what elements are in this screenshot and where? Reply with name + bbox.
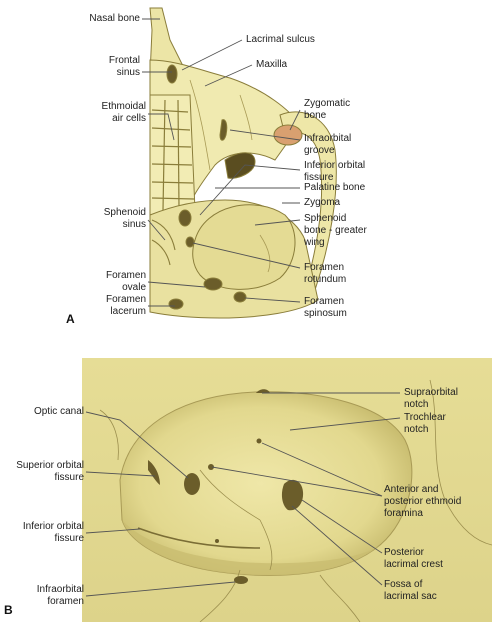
foramen-spinosum-hole	[233, 291, 247, 303]
label-frontal-sinus: Frontal sinus	[108, 55, 140, 78]
label-posterior-lacrimal-crest: Posterior lacrimal crest	[384, 547, 443, 570]
posterior-ethmoid-foramen	[256, 438, 262, 444]
anterior-ethmoid-foramen	[208, 464, 214, 470]
label-infraorbital-foramen: Infraorbital foramen	[36, 584, 84, 607]
panel-a-artwork	[149, 7, 337, 319]
leader-lines	[85, 18, 401, 597]
frontal-sinus-shape	[166, 64, 178, 84]
panel-b-letter: B	[4, 603, 13, 617]
label-zygoma: Zygoma	[304, 197, 341, 208]
label-superior-orbital-fissure: Superior orbital fissure	[16, 460, 84, 483]
foramen-ovale-hole	[203, 277, 223, 291]
label-zygomatic-bone: Zygomatic bone	[304, 98, 351, 121]
superior-orbital-fissure-shape	[148, 460, 160, 485]
label-inferior-orbital-fissure-b: Inferior orbital fissure	[22, 521, 84, 544]
surface-ridges-a	[189, 79, 271, 273]
label-sphenoid-sinus: Sphenoid sinus	[103, 207, 146, 230]
infraorbital-groove-shape	[219, 119, 228, 141]
surface-cracks-b	[99, 379, 492, 622]
label-supraorbital-notch: Supraorbital notch	[404, 387, 458, 410]
lacrimal-fossa-shape	[281, 479, 304, 511]
sphenoid-sinus-lines	[151, 219, 176, 266]
sphenoid-sinus-hole	[178, 209, 192, 227]
label-sphenoid-greater-wing: Sphenoid bone - greater wing	[304, 213, 367, 248]
orbit-rim-shadow	[122, 520, 380, 576]
inferior-orbital-fissure-shape	[224, 152, 256, 179]
infraorbital-foramen-shape	[234, 576, 248, 584]
label-trochlear-notch: Trochlear notch	[404, 412, 446, 435]
zygomatic-marrow	[273, 124, 303, 146]
label-lacrimal-sulcus: Lacrimal sulcus	[246, 34, 315, 45]
inferior-orbital-fissure-line	[137, 527, 261, 549]
small-foramen	[215, 539, 219, 543]
optic-canal-shape	[184, 473, 200, 495]
label-fossa-lacrimal-sac: Fossa of lacrimal sac	[384, 579, 437, 602]
ethmoid-column-shape	[149, 94, 196, 216]
label-inferior-orbital-fissure: Inferior orbital fissure	[304, 160, 366, 183]
label-nasal-bone: Nasal bone	[89, 13, 140, 24]
label-infraorbital-groove: Infraorbital groove	[304, 133, 352, 156]
label-foramen-rotundum: Foramen rotundum	[304, 262, 347, 285]
foramen-lacerum-hole	[168, 298, 184, 310]
label-optic-canal: Optic canal	[33, 406, 84, 417]
label-maxilla: Maxilla	[256, 59, 288, 70]
label-palatine-bone: Palatine bone	[304, 182, 366, 193]
label-foramen-ovale: Foramen ovale	[105, 270, 146, 293]
label-ethmoid-foramina: Anterior and posterior ethmoid foramina	[384, 484, 462, 519]
supraorbital-notch-shape	[256, 389, 270, 393]
label-foramen-lacerum: Foramen lacerum	[105, 294, 146, 317]
foramen-rotundum-hole	[185, 236, 195, 248]
label-ethmoidal-air-cells: Ethmoidal air cells	[101, 101, 146, 124]
panel-b-artwork	[82, 358, 492, 622]
label-foramen-spinosum: Foramen spinosum	[304, 296, 347, 319]
panel-a-letter: A	[66, 312, 75, 326]
